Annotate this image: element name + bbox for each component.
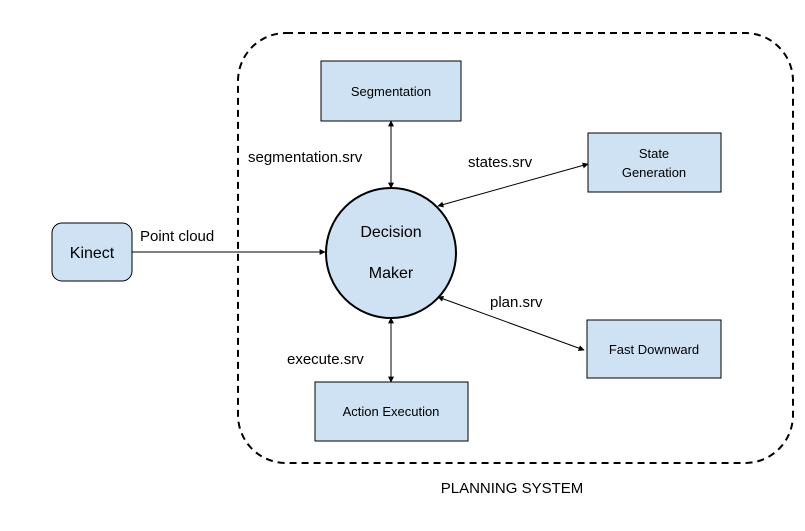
node-kinect: Kinect — [51, 222, 133, 282]
node-fast-downward: Fast Downward — [586, 319, 722, 379]
node-segmentation-label: Segmentation — [351, 84, 431, 99]
node-action-execution-label: Action Execution — [343, 404, 440, 419]
edge-label-point-cloud: Point cloud — [140, 228, 214, 245]
node-decision-maker-label-line2: Maker — [369, 265, 414, 282]
node-decision-maker: Decision Maker — [325, 187, 457, 319]
node-state-generation-label-line1: State — [639, 146, 669, 161]
edge-label-states-srv: states.srv — [468, 154, 533, 171]
edge-label-plan-srv: plan.srv — [490, 294, 543, 311]
node-state-generation: State Generation — [587, 132, 722, 193]
edge-state-generation-decision — [437, 162, 589, 208]
planning-system-label: PLANNING SYSTEM — [441, 480, 584, 497]
node-segmentation: Segmentation — [320, 60, 462, 122]
node-fast-downward-label: Fast Downward — [609, 342, 699, 357]
planning-system-boundary — [237, 32, 794, 464]
node-state-generation-label-line2: Generation — [622, 165, 686, 180]
node-action-execution: Action Execution — [314, 381, 469, 442]
edge-label-execute-srv: execute.srv — [287, 351, 364, 368]
node-kinect-label: Kinect — [70, 245, 115, 262]
edge-label-segmentation-srv: segmentation.srv — [248, 149, 363, 166]
node-decision-maker-label-line1: Decision — [360, 224, 421, 241]
edge-fast-downward-decision — [437, 296, 585, 351]
